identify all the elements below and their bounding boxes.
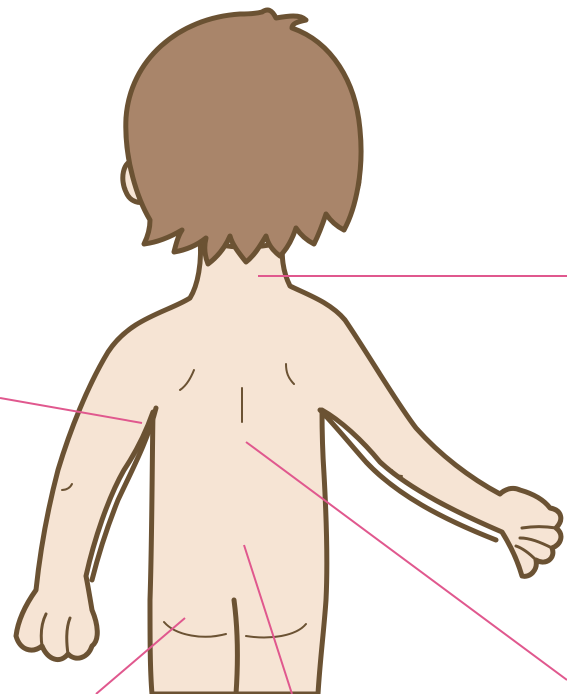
hair xyxy=(126,10,361,264)
body-silhouette xyxy=(16,240,561,694)
